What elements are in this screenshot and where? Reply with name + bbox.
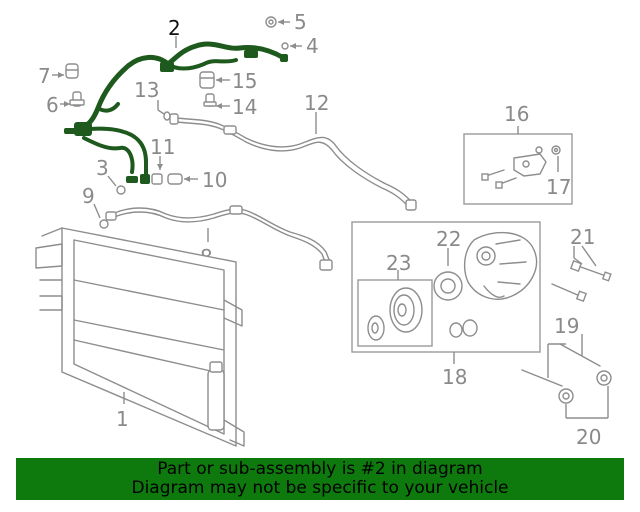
part-16-bracket-kit (481, 145, 561, 189)
part-18-seal-rings (449, 319, 478, 338)
callout-22[interactable]: 22 (436, 227, 461, 251)
callout-1[interactable]: 1 (116, 407, 129, 431)
callout-18[interactable]: 18 (442, 365, 467, 389)
part-12-discharge-line[interactable] (169, 113, 417, 211)
callout-6[interactable]: 6 (46, 93, 59, 117)
part-8-liquid-line[interactable] (105, 205, 333, 271)
callout-20[interactable]: 20 (576, 425, 601, 449)
part-10-fitting[interactable] (167, 173, 183, 185)
part-3-oring[interactable] (116, 185, 126, 195)
notice-banner: Part or sub-assembly is #2 in diagram Di… (16, 458, 624, 500)
part-5-washer[interactable] (265, 16, 277, 28)
callout-11[interactable]: 11 (150, 135, 175, 159)
callout-17[interactable]: 17 (546, 175, 571, 199)
callout-9[interactable]: 9 (82, 184, 95, 208)
callout-10[interactable]: 10 (202, 168, 227, 192)
part-20-nuts[interactable] (558, 370, 612, 404)
part-2-ac-hose-assembly[interactable] (64, 41, 288, 184)
part-4-washer[interactable] (281, 42, 289, 50)
part-9-oring[interactable] (99, 219, 109, 229)
callout-13[interactable]: 13 (134, 78, 159, 102)
part-1-condenser[interactable] (35, 227, 245, 448)
callout-3[interactable]: 3 (96, 156, 109, 180)
callout-4[interactable]: 4 (306, 34, 319, 58)
banner-line-1: Part or sub-assembly is #2 in diagram (157, 459, 483, 479)
callout-14[interactable]: 14 (232, 95, 257, 119)
part-15-cap[interactable] (199, 71, 215, 89)
parts-diagram: 2 5 4 7 6 15 14 13 11 10 (35, 10, 612, 449)
part-13-oring[interactable] (163, 111, 171, 121)
callout-7[interactable]: 7 (38, 64, 51, 88)
part-23-clutch (367, 287, 423, 341)
banner-line-2: Diagram may not be specific to your vehi… (131, 478, 509, 498)
part-7-cap[interactable] (65, 63, 79, 79)
callout-15[interactable]: 15 (232, 69, 257, 93)
callout-2[interactable]: 2 (168, 16, 181, 40)
callout-23[interactable]: 23 (386, 251, 411, 275)
part-19-studs[interactable] (521, 343, 601, 387)
callout-21[interactable]: 21 (570, 225, 595, 249)
part-6-valve[interactable] (69, 91, 85, 107)
callout-16[interactable]: 16 (504, 102, 529, 126)
part-21-bolts[interactable] (551, 259, 612, 303)
callout-5[interactable]: 5 (294, 10, 307, 34)
part-14-valve[interactable] (203, 93, 217, 107)
callout-12[interactable]: 12 (304, 91, 329, 115)
part-22-compressor[interactable] (433, 231, 538, 301)
callout-19[interactable]: 19 (554, 314, 579, 338)
part-11-fitting[interactable] (151, 173, 163, 185)
